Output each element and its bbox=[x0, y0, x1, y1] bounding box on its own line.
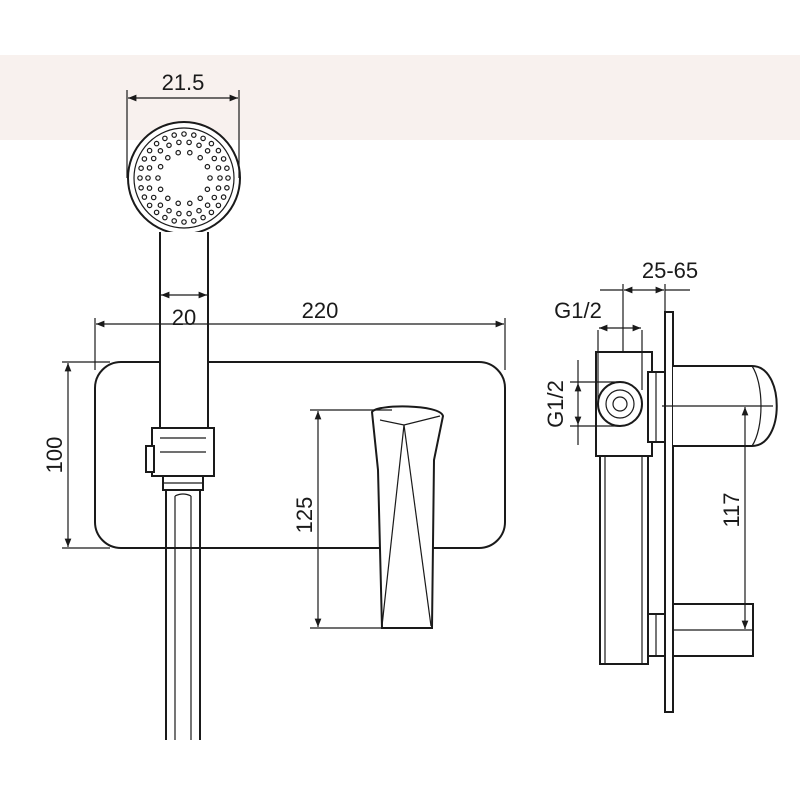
nozzle-dot bbox=[204, 163, 211, 170]
nozzle-dot bbox=[146, 185, 153, 191]
dim-label-20: 20 bbox=[172, 305, 196, 330]
nozzle-dot bbox=[171, 132, 178, 138]
nozzle-dot bbox=[197, 154, 204, 161]
nozzle-dot bbox=[211, 155, 218, 162]
nozzle-dot bbox=[155, 175, 161, 181]
nozzle-dot bbox=[141, 156, 148, 162]
nozzle-dot bbox=[157, 186, 164, 193]
nozzle-dot bbox=[138, 185, 144, 191]
nozzle-dot bbox=[171, 218, 178, 224]
nozzle-dot bbox=[146, 147, 153, 154]
nozzle-dot bbox=[225, 175, 231, 181]
side-outlet bbox=[647, 603, 754, 657]
nozzle-dot bbox=[204, 148, 211, 154]
dim-label-25-65: 25-65 bbox=[642, 258, 698, 283]
nozzle-dot bbox=[215, 147, 222, 154]
nozzle-dot bbox=[153, 140, 160, 147]
nozzle-dot bbox=[181, 131, 187, 137]
nozzle-dot bbox=[150, 155, 157, 162]
nozzle-dot bbox=[220, 194, 227, 200]
nozzle-dots bbox=[137, 131, 231, 225]
nozzle-dot bbox=[187, 149, 193, 156]
nozzle-dot bbox=[207, 175, 213, 181]
dim-label-125: 125 bbox=[292, 497, 317, 534]
nozzle-dot bbox=[157, 202, 164, 209]
nozzle-dot bbox=[191, 218, 197, 224]
dim-label-g1-2-horizontal: G1/2 bbox=[554, 298, 602, 323]
nozzle-dot bbox=[138, 165, 144, 172]
front-view: 21.5 20 220 100 125 bbox=[42, 70, 506, 740]
nozzle-dot bbox=[165, 195, 171, 202]
dim-label-117: 117 bbox=[719, 492, 744, 527]
nozzle-dot bbox=[176, 139, 182, 146]
nozzle-dot bbox=[166, 142, 172, 149]
nozzle-dot bbox=[204, 186, 211, 193]
mixer-lever bbox=[370, 405, 445, 629]
dimension-thread-horizontal: G1/2 bbox=[554, 298, 643, 404]
dimension-spout-height: 125 bbox=[292, 409, 392, 629]
nozzle-dot bbox=[137, 175, 143, 181]
nozzle-dot bbox=[211, 194, 218, 201]
dim-label-g1-2-vertical: G1/2 bbox=[543, 380, 568, 428]
nozzle-dot bbox=[150, 194, 157, 201]
nozzle-dot bbox=[204, 202, 211, 209]
dimension-handshower-diameter: 21.5 bbox=[126, 70, 240, 178]
hose bbox=[165, 490, 201, 740]
dimension-plate-width: 220 bbox=[94, 298, 506, 370]
nozzle-dot bbox=[146, 165, 153, 171]
top-background-band bbox=[0, 55, 800, 140]
nozzle-dot bbox=[162, 214, 168, 221]
nozzle-dot bbox=[187, 200, 193, 207]
side-view: 25-65 G1/2 G1/2 117 bbox=[543, 258, 778, 713]
nozzle-dot bbox=[215, 202, 222, 209]
nozzle-dot bbox=[166, 207, 172, 214]
dim-label-220: 220 bbox=[302, 298, 339, 323]
nozzle-dot bbox=[141, 194, 148, 200]
nozzle-dot bbox=[196, 207, 202, 214]
dim-label-21-5: 21.5 bbox=[162, 70, 205, 95]
nozzle-dot bbox=[220, 156, 227, 162]
nozzle-dot bbox=[200, 214, 206, 221]
nozzle-dot bbox=[208, 140, 215, 147]
nozzle-dot bbox=[215, 185, 222, 191]
nozzle-dot bbox=[191, 132, 197, 138]
nozzle-dot bbox=[153, 209, 160, 216]
nozzle-dot bbox=[200, 135, 206, 142]
valve-body bbox=[595, 351, 666, 665]
nozzle-dot bbox=[175, 149, 182, 156]
side-lever bbox=[662, 365, 778, 447]
dim-label-100: 100 bbox=[42, 437, 67, 474]
nozzle-dot bbox=[181, 219, 187, 225]
nozzle-dot bbox=[186, 210, 192, 217]
nozzle-dot bbox=[145, 175, 151, 181]
hand-shower-head bbox=[127, 121, 241, 235]
dimension-plate-height: 100 bbox=[42, 361, 110, 549]
nozzle-dot bbox=[165, 154, 171, 161]
nozzle-dot bbox=[157, 163, 164, 170]
nozzle-dot bbox=[208, 209, 215, 216]
nozzle-dot bbox=[224, 165, 230, 172]
hand-shower-handle bbox=[145, 232, 215, 491]
nozzle-dot bbox=[157, 148, 164, 154]
nozzle-dot bbox=[162, 135, 168, 142]
nozzle-dot bbox=[186, 139, 192, 146]
nozzle-dot bbox=[196, 142, 202, 149]
nozzle-dot bbox=[175, 200, 182, 207]
nozzle-dot bbox=[215, 165, 222, 171]
dimension-depth-range: 25-65 bbox=[600, 258, 698, 352]
dimension-thread-vertical: G1/2 bbox=[543, 360, 620, 445]
nozzle-dot bbox=[197, 195, 204, 202]
nozzle-dot bbox=[217, 175, 223, 181]
nozzle-dot bbox=[176, 210, 182, 217]
nozzle-dot bbox=[146, 202, 153, 209]
dimension-side-height: 117 bbox=[719, 407, 749, 629]
nozzle-dot bbox=[224, 185, 230, 191]
side-wall-plate bbox=[664, 311, 674, 713]
